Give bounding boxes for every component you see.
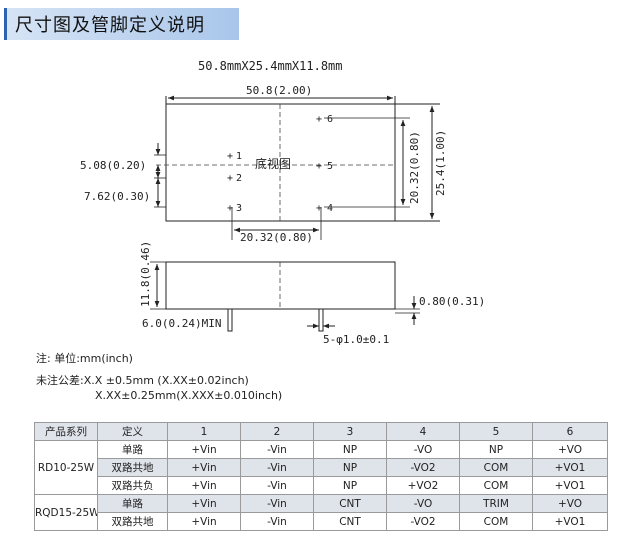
- table-cell: 单路: [97, 494, 168, 513]
- table-cell: +VO: [532, 494, 608, 513]
- pin-length-dim: 6.0(0.24)MIN: [142, 317, 221, 330]
- section-title: 尺寸图及管脚定义说明: [15, 15, 205, 36]
- table-cell: -Vin: [240, 476, 314, 495]
- svg-text:3: 3: [236, 203, 242, 214]
- table-cell: +Vin: [167, 494, 241, 513]
- tolerance-note-2: X.XX±0.25mm(X.XXX±0.010inch): [95, 389, 283, 402]
- table-header-row: 产品系列 定义 1 2 3 4 5 6: [34, 422, 608, 441]
- header-pin-6: 6: [532, 422, 608, 441]
- table-cell: -Vin: [240, 512, 314, 531]
- table-row: RQD15-25W 单路 +Vin -Vin CNT -VO TRIM +VO: [34, 494, 608, 531]
- svg-text:6: 6: [327, 114, 333, 125]
- table-cell: 双路共地: [97, 512, 168, 531]
- standoff-dim: 0.80(0.31): [419, 295, 485, 308]
- table-cell: NP: [459, 440, 533, 459]
- table-cell: +Vin: [167, 458, 241, 477]
- pin-5: + 5: [316, 161, 333, 172]
- table-cell: TRIM: [459, 494, 533, 513]
- pin-6: + 6: [316, 114, 333, 125]
- side-height-dim: 11.8(0.46): [139, 241, 152, 307]
- header-pin-2: 2: [240, 422, 314, 441]
- table-cell: +Vin: [167, 440, 241, 459]
- table-cell: NP: [313, 476, 387, 495]
- pin-row-dim: 20.32(0.80): [240, 231, 313, 244]
- svg-text:+: +: [227, 203, 233, 214]
- offset2-dim: 7.62(0.30): [84, 190, 150, 203]
- header-pin-5: 5: [459, 422, 533, 441]
- table-row: 双路共地 +Vin -Vin CNT -VO2 COM +VO1: [35, 512, 608, 531]
- height-dim: 25.4(1.00): [434, 130, 447, 196]
- tolerance-note-1: 未注公差:X.X ±0.5mm (X.XX±0.02inch): [36, 374, 249, 387]
- table-cell: COM: [459, 512, 533, 531]
- table-cell: +Vin: [167, 476, 241, 495]
- offset1-dim: 5.08(0.20): [80, 159, 146, 172]
- dimension-drawing: 50.8mmX25.4mmX11.8mm 50.8(2.00) 25.4(1.0…: [80, 59, 485, 346]
- width-dim: 50.8(2.00): [246, 84, 312, 97]
- svg-text:4: 4: [327, 203, 333, 214]
- overall-dims: 50.8mmX25.4mmX11.8mm: [198, 59, 343, 73]
- table-cell: +Vin: [167, 512, 241, 531]
- table-cell: -VO: [386, 440, 460, 459]
- table-row: 双路共地 +Vin -Vin NP -VO2 COM +VO1: [35, 458, 608, 477]
- series-cell: RD10-25W: [34, 440, 98, 495]
- table-cell: COM: [459, 476, 533, 495]
- header-pin-1: 1: [167, 422, 241, 441]
- section-title-bar: 尺寸图及管脚定义说明: [4, 8, 239, 40]
- table-cell: NP: [313, 458, 387, 477]
- table-cell: 双路共负: [97, 476, 168, 495]
- table-row: 双路共负 +Vin -Vin NP +VO2 COM +VO1: [35, 476, 608, 495]
- svg-text:+: +: [227, 173, 233, 184]
- table-cell: COM: [459, 458, 533, 477]
- table-cell: CNT: [313, 494, 387, 513]
- table-cell: -Vin: [240, 494, 314, 513]
- table-cell: +VO1: [532, 476, 608, 495]
- table-cell: +VO1: [532, 458, 608, 477]
- table-cell: +VO: [532, 440, 608, 459]
- pin-1: + 1: [227, 151, 242, 162]
- svg-text:+: +: [316, 114, 322, 125]
- table-cell: -VO2: [386, 512, 460, 531]
- svg-text:5: 5: [327, 161, 333, 172]
- table-cell: +VO2: [386, 476, 460, 495]
- table-cell: -Vin: [240, 458, 314, 477]
- module-bottom-view: [165, 103, 396, 222]
- table-cell: 单路: [97, 440, 168, 459]
- series-cell: RQD15-25W: [34, 494, 98, 531]
- table-cell: +VO1: [532, 512, 608, 531]
- header-definition: 定义: [97, 422, 168, 441]
- pin-diameter-dim: 5-φ1.0±0.1: [323, 333, 389, 346]
- svg-text:1: 1: [236, 151, 242, 162]
- table-row: RD10-25W 单路 +Vin -Vin NP -VO NP +VO: [34, 440, 608, 495]
- table-cell: -VO: [386, 494, 460, 513]
- pin-col-dim: 20.32(0.80): [408, 131, 421, 204]
- table-cell: CNT: [313, 512, 387, 531]
- svg-text:+: +: [227, 151, 233, 162]
- svg-text:2: 2: [236, 173, 242, 184]
- header-pin-3: 3: [313, 422, 387, 441]
- pin-4: + 4: [316, 203, 333, 214]
- svg-text:+: +: [316, 161, 322, 172]
- table-cell: 双路共地: [97, 458, 168, 477]
- header-pin-4: 4: [386, 422, 460, 441]
- pin-3: + 3: [227, 203, 242, 214]
- header-series: 产品系列: [34, 422, 98, 441]
- module-side-view: [165, 261, 396, 310]
- table-cell: -VO2: [386, 458, 460, 477]
- table-cell: NP: [313, 440, 387, 459]
- unit-note: 注: 单位:mm(inch): [36, 352, 133, 365]
- svg-text:+: +: [316, 203, 322, 214]
- table-cell: -Vin: [240, 440, 314, 459]
- pin-definition-table: 产品系列 定义 1 2 3 4 5 6 RD10-25W 单路 +Vin -Vi…: [34, 422, 608, 531]
- bottom-view-label: 底视图: [255, 156, 291, 171]
- pin-2: + 2: [227, 173, 242, 184]
